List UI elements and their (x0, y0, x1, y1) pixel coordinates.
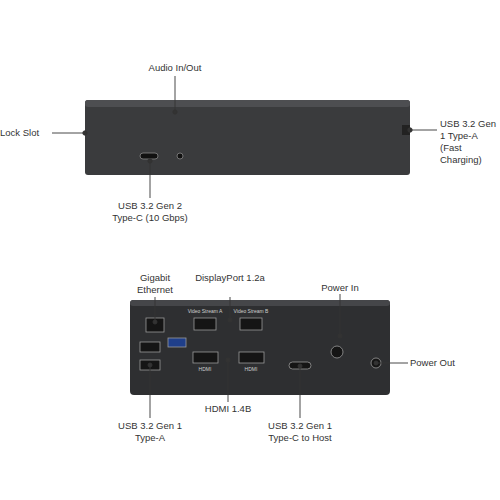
usb-c-port (140, 153, 158, 159)
callout-label: Power In (305, 282, 375, 294)
callout-label: USB 3.2 Gen 1 Type-A (110, 420, 190, 444)
callout-label: USB 3.2 Gen 1 Type-C to Host (260, 420, 340, 444)
audio-jack (177, 153, 183, 159)
hdmi-port (239, 352, 264, 363)
usb-a-port (168, 338, 186, 347)
callout-label: Lock Slot (0, 127, 55, 139)
hdmi-port (193, 352, 218, 363)
callout-label: DisplayPort 1.2a (195, 272, 265, 284)
port-marking: Video Stream A (185, 308, 225, 314)
usb-c-port (289, 362, 311, 369)
displayport-port (194, 318, 216, 330)
callout-label: USB 3.2 Gen 2 Type-C (10 Gbps) (105, 200, 195, 224)
port-marking: HDMI (190, 366, 220, 372)
callout-label: USB 3.2 Gen 1 Type-A (Fast Charging) (440, 118, 500, 166)
dock-rear-body (130, 300, 390, 395)
dock-front-body (85, 100, 410, 175)
callout-label: Power Out (410, 357, 480, 369)
usb-a-port (140, 342, 160, 352)
dock-rear-top (130, 300, 390, 306)
callout-label: Audio In/Out (135, 62, 215, 74)
port-marking: HDMI (236, 366, 266, 372)
power-in-jack (331, 346, 343, 358)
callout-label: HDMI 1.4B (193, 403, 263, 415)
ethernet-port (146, 318, 164, 332)
dock-top-edge (85, 100, 410, 107)
callout-label: Gigabit Ethernet (125, 272, 185, 296)
port-marking: Video Stream B (231, 308, 271, 314)
leader-lines (52, 76, 437, 198)
displayport-port (240, 318, 262, 330)
leader-lines (148, 294, 408, 418)
